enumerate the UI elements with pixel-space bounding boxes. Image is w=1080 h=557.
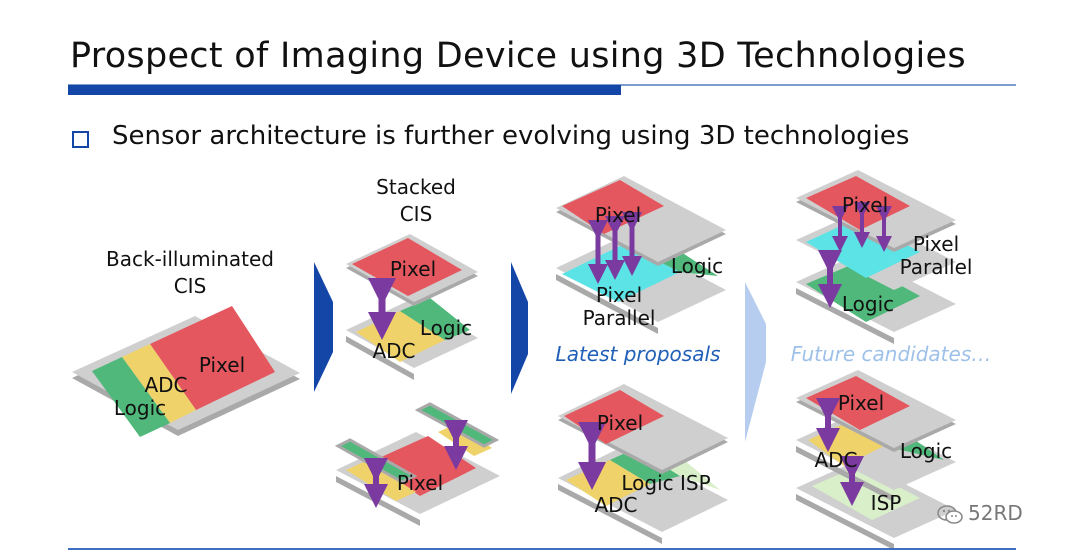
future-isp-die [796, 460, 956, 550]
future-pixel-parallel-line1: Pixel [913, 232, 959, 256]
watermark-text: 52RD [968, 501, 1023, 525]
future-pixel-label: Pixel [842, 193, 888, 217]
latest-isp-pixel-label: Pixel [597, 411, 643, 435]
bsi-cis-chip [72, 306, 300, 437]
bsi-adc-label: ADC [144, 373, 187, 397]
latest-logic-isp-label: Logic ISP [621, 471, 710, 495]
stacked-pixel-label: Pixel [390, 257, 436, 281]
bsi-title-line1: Back-illuminated [106, 247, 274, 271]
future-via-arrows-top [818, 202, 892, 308]
bsi-logic-label: Logic [114, 396, 166, 420]
stacked-title-line1: Stacked [376, 175, 456, 199]
future-logic-label: Logic [842, 292, 894, 316]
footer-rule [68, 548, 1016, 550]
future-caption: Future candidates… [791, 342, 991, 366]
latest-caption: Latest proposals [556, 342, 721, 366]
stacked-adc-label: ADC [372, 339, 415, 363]
future-pixel-bottom-label: Pixel [838, 391, 884, 415]
stacked-strip-pixel-label: Pixel [397, 471, 443, 495]
title-accent-bar [68, 85, 621, 95]
bullet-text: Sensor architecture is further evolving … [112, 121, 910, 151]
future-isp-label: ISP [871, 491, 902, 515]
progress-chevron-3 [745, 282, 766, 442]
future-via-arrows-bottom [816, 398, 864, 506]
wechat-icon [937, 505, 963, 524]
future-logic-bottom-label: Logic [900, 439, 952, 463]
future-pixel-parallel-line2: Parallel [900, 255, 973, 279]
bsi-pixel-label: Pixel [199, 353, 245, 377]
future-adc-label: ADC [814, 448, 857, 472]
stacked-top-die [346, 234, 478, 306]
progress-chevron-2 [511, 262, 528, 394]
stacked-logic-label: Logic [420, 316, 472, 340]
latest-pixel-parallel-line2: Parallel [583, 306, 656, 330]
bsi-title-line2: CIS [174, 274, 207, 298]
latest-via-arrows [588, 212, 642, 284]
latest-pixel-parallel-line1: Pixel [596, 283, 642, 307]
latest-pixel-label: Pixel [595, 203, 641, 227]
bullet-square-icon [72, 131, 89, 148]
latest-adc-label: ADC [594, 493, 637, 517]
slide-title: Prospect of Imaging Device using 3D Tech… [70, 36, 966, 76]
future-pixel-bottom-die [796, 370, 956, 452]
latest-logic-label: Logic [671, 254, 723, 278]
progress-chevron-1 [314, 262, 333, 392]
stacked-title-line2: CIS [400, 202, 433, 226]
